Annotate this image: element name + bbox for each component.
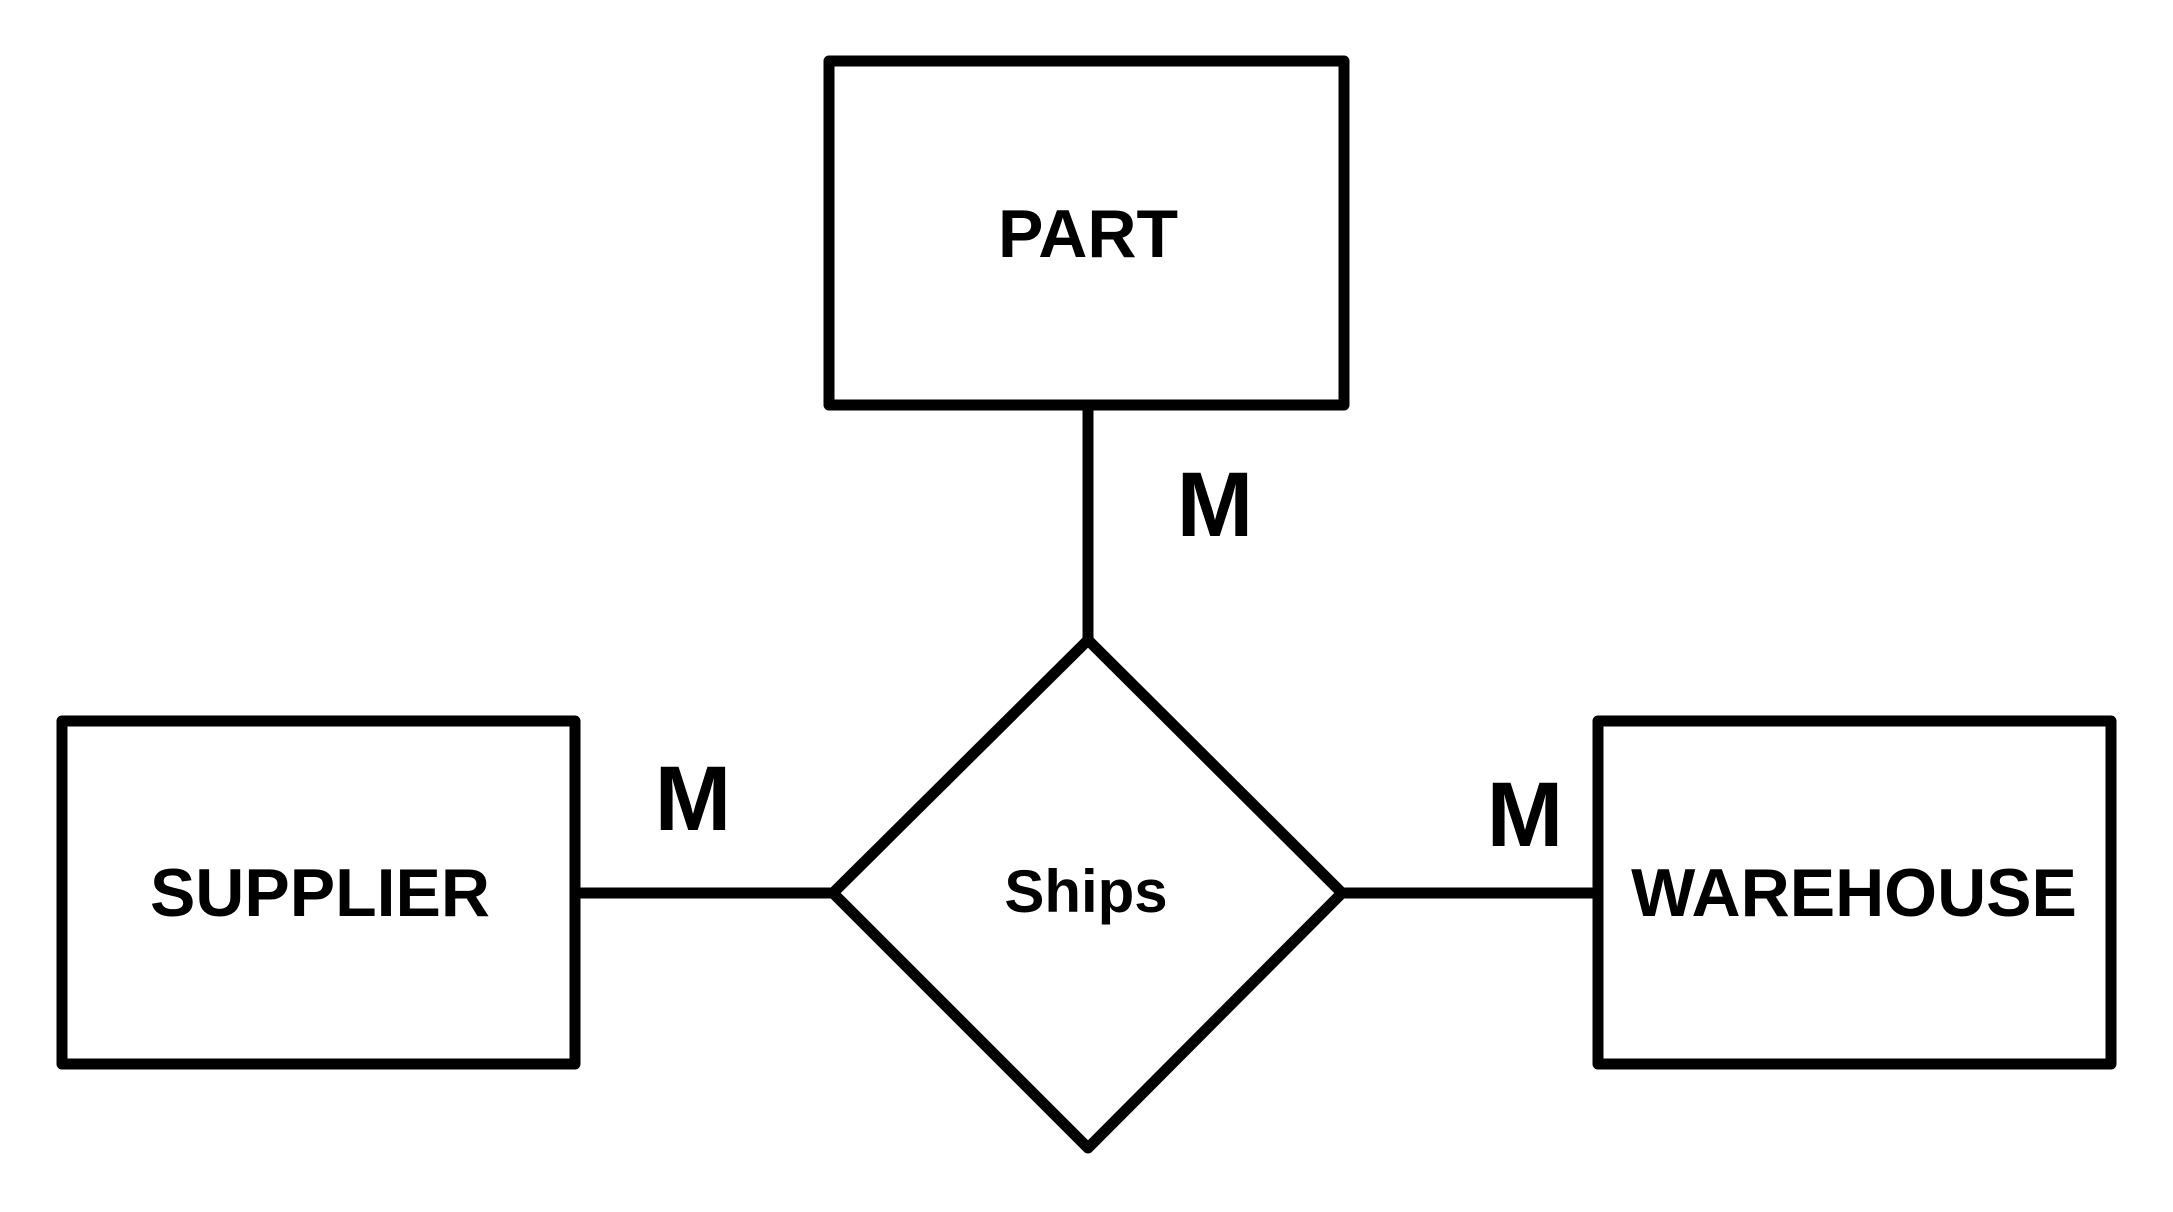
cardinality-part: M — [1177, 454, 1254, 556]
entity-part-label: PART — [998, 196, 1178, 272]
entity-supplier-box — [56, 715, 581, 1070]
entity-supplier: SUPPLIER — [56, 715, 581, 1070]
entity-warehouse: WAREHOUSE — [1592, 715, 2117, 1070]
entity-part-box — [823, 55, 1350, 411]
relationship-diamond — [827, 634, 1348, 1154]
cardinality-warehouse: M — [1487, 764, 1564, 866]
relationship-label: Ships — [1004, 858, 1167, 925]
cardinality-supplier: M — [655, 748, 732, 850]
relationship-ships: Ships — [827, 634, 1348, 1154]
entity-warehouse-box — [1592, 715, 2117, 1070]
entity-part: PART — [823, 55, 1350, 411]
entity-warehouse-label: WAREHOUSE — [1631, 855, 2077, 931]
entity-supplier-label: SUPPLIER — [150, 855, 490, 931]
